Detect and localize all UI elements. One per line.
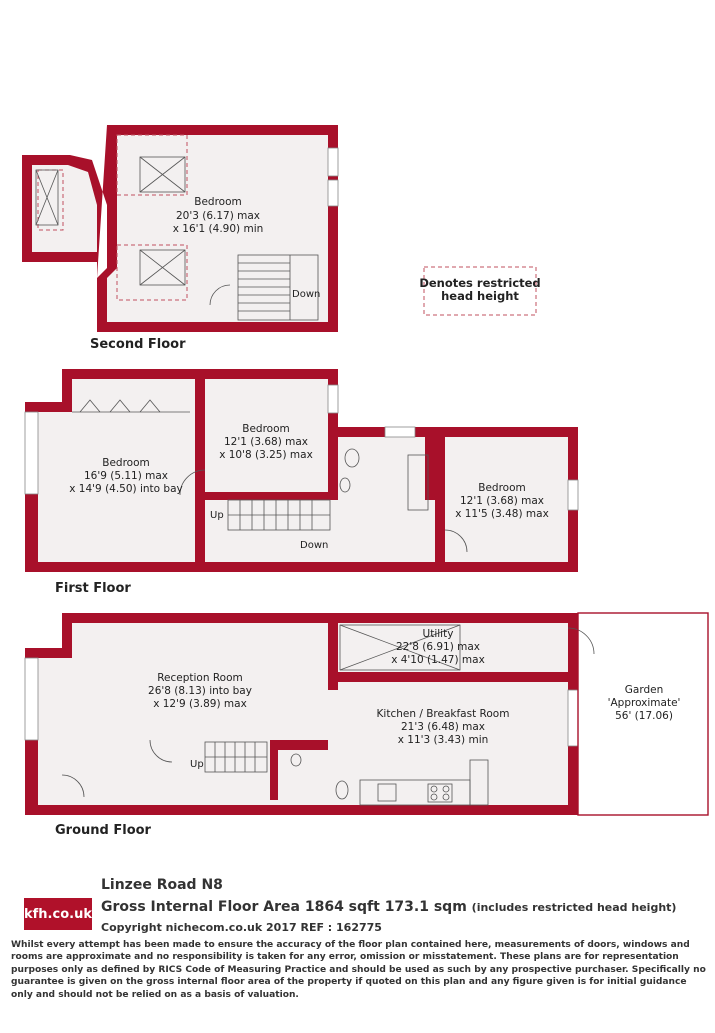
- staircase-icon: [204, 741, 268, 773]
- first-bedroom-middle-name: Bedroom: [242, 423, 290, 435]
- ground-stairs-up: Up: [190, 759, 204, 770]
- legend-line2: head height: [441, 289, 519, 303]
- first-bedroom-rear-dim1: 12'1 (3.68) max: [460, 495, 544, 507]
- copyright: Copyright nichecom.co.uk 2017 REF : 1627…: [101, 921, 382, 934]
- ground-floor: Reception Room 26'8 (8.13) into bay x 12…: [24, 612, 709, 816]
- ground-utility-dim2: x 4'10 (1.47) max: [391, 654, 485, 666]
- window-icon: [327, 384, 339, 414]
- ground-reception-dim2: x 12'9 (3.89) max: [153, 698, 247, 710]
- kitchen-unit: [469, 759, 489, 806]
- door-swing-icon: [61, 774, 85, 798]
- first-stairs-up: Up: [210, 510, 224, 521]
- door-swing-icon: [567, 627, 595, 655]
- bath-icon: [407, 454, 429, 511]
- disclaimer: Whilst every attempt has been made to en…: [11, 940, 706, 1000]
- staircase-icon: [227, 499, 331, 531]
- floor-area-note: (includes restricted head height): [471, 901, 677, 914]
- ground-utility-name: Utility: [423, 628, 454, 640]
- first-floor: Bedroom 16'9 (5.11) max x 14'9 (4.50) in…: [24, 369, 579, 572]
- agent-logo: kfh.co.uk: [24, 898, 92, 930]
- second-bedroom-name: Bedroom: [194, 196, 242, 208]
- first-bedroom-front-dim2: x 14'9 (4.50) into bay: [69, 483, 183, 495]
- first-stairs-down: Down: [300, 540, 328, 551]
- ground-reception-dim1: 26'8 (8.13) into bay: [148, 685, 252, 697]
- sink-icon: [377, 783, 397, 802]
- basin-icon: [290, 753, 302, 767]
- garden-outline: [577, 612, 709, 816]
- property-address: Linzee Road N8: [101, 877, 223, 893]
- door-swing-icon: [179, 469, 206, 496]
- bay-window-icon: [24, 411, 39, 495]
- second-floor: Bedroom 20'3 (6.17) max x 16'1 (4.90) mi…: [22, 125, 339, 332]
- window-icon: [327, 179, 339, 207]
- ground-reception-name: Reception Room: [157, 672, 243, 684]
- staircase-icon: [237, 254, 319, 321]
- ground-kitchen-dim1: 21'3 (6.48) max: [401, 721, 485, 733]
- door-swing-icon: [149, 739, 173, 763]
- window-icon: [327, 147, 339, 177]
- skylight-icon: [139, 249, 186, 286]
- shower-icon: [35, 169, 59, 226]
- wardrobe-icon: [72, 399, 190, 413]
- utility-worktop: [339, 624, 461, 671]
- first-floor-label: First Floor: [55, 581, 131, 596]
- first-bedroom-front-dim1: 16'9 (5.11) max: [84, 470, 168, 482]
- window-icon: [384, 426, 416, 438]
- basin-icon: [339, 477, 351, 493]
- skylight-icon: [139, 156, 186, 193]
- hob-icon: [427, 783, 453, 803]
- ground-garden-dim2: 56' (17.06): [615, 710, 673, 722]
- floor-area-main: Gross Internal Floor Area 1864 sqft 173.…: [101, 899, 467, 915]
- ground-garden-name: Garden: [625, 684, 663, 696]
- second-floor-label: Second Floor: [90, 337, 186, 352]
- toilet-icon: [335, 780, 349, 800]
- second-bedroom-dim1: 20'3 (6.17) max: [176, 210, 260, 222]
- bay-window-icon: [24, 657, 39, 741]
- legend: Denotes restricted head height: [419, 266, 541, 316]
- second-bedroom-dim2: x 16'1 (4.90) min: [173, 223, 264, 235]
- legend-line1: Denotes restricted: [419, 276, 540, 290]
- first-bedroom-middle-dim1: 12'1 (3.68) max: [224, 436, 308, 448]
- ground-garden-dim1: 'Approximate': [608, 697, 681, 709]
- door-swing-icon: [209, 284, 231, 306]
- first-bedroom-front-name: Bedroom: [102, 457, 150, 469]
- ground-floor-label: Ground Floor: [55, 823, 151, 838]
- floor-area: Gross Internal Floor Area 1864 sqft 173.…: [101, 899, 676, 915]
- ground-kitchen-dim2: x 11'3 (3.43) min: [398, 734, 489, 746]
- first-bedroom-rear-dim2: x 11'5 (3.48) max: [455, 508, 549, 520]
- first-bedroom-middle-dim2: x 10'8 (3.25) max: [219, 449, 313, 461]
- window-icon: [567, 479, 579, 511]
- ground-utility-dim1: 22'8 (6.91) max: [396, 641, 480, 653]
- door-swing-icon: [444, 529, 468, 553]
- french-doors-icon: [567, 689, 579, 747]
- toilet-icon: [344, 448, 360, 468]
- first-bedroom-rear-name: Bedroom: [478, 482, 526, 494]
- ground-kitchen-name: Kitchen / Breakfast Room: [377, 708, 510, 720]
- second-stairs-down: Down: [292, 289, 320, 300]
